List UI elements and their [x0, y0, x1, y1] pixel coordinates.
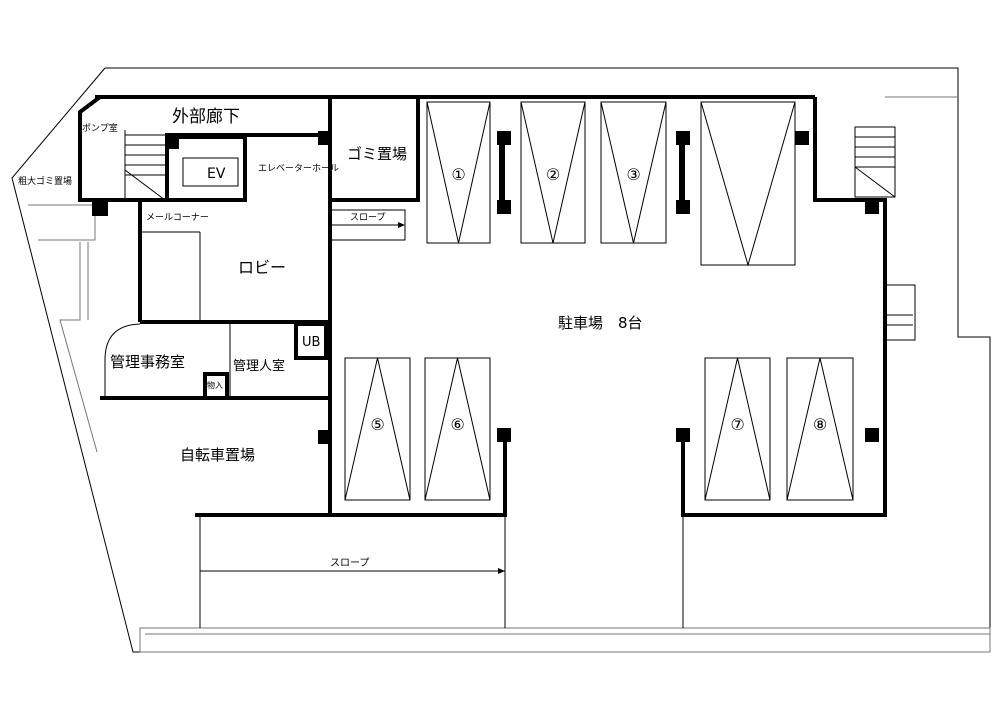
- parking-space-triangle: [424, 357, 491, 501]
- elevator-shaft: [165, 135, 247, 202]
- parking-space-number: ⑦: [730, 415, 744, 434]
- stairs-left: [124, 130, 166, 201]
- parking-space-number: ⑥: [450, 415, 464, 434]
- site-inner-line: [59, 242, 98, 453]
- label-management-office: 管理事務室: [110, 353, 185, 371]
- label-pump-room: ポンプ室: [82, 122, 118, 134]
- parking-space: [600, 101, 667, 244]
- label-lobby: ロビー: [238, 258, 286, 277]
- site-boundary: [11, 67, 991, 653]
- parking-space: [704, 357, 771, 501]
- label-garbage: ゴミ置場: [347, 145, 407, 163]
- parking-space-number: ⑧: [813, 415, 827, 434]
- stairs-right: [854, 126, 916, 341]
- label-outdoor-corridor: 外部廊下: [172, 107, 240, 127]
- parking-space-number: ③: [626, 165, 640, 184]
- storage-box: [203, 372, 229, 400]
- unit-bath-box: [294, 322, 328, 360]
- parking-space-number: ②: [546, 165, 560, 184]
- parking-right-wall: [681, 97, 887, 517]
- bottom-band: [139, 627, 991, 653]
- label-slope-large: スロープ: [330, 557, 369, 569]
- parking-space-triangle: [786, 357, 854, 501]
- parking-space: [344, 357, 411, 501]
- label-parking: 駐車場 8台: [558, 314, 643, 332]
- parking-space-triangle: [426, 101, 491, 244]
- label-elevator-hall: エレベーターホール: [258, 163, 339, 174]
- columns: [92, 131, 879, 444]
- parking-spaces: ① ② ③ ⑤ ⑥ ⑦ ⑧: [344, 101, 854, 501]
- label-slope-small: スロープ: [350, 212, 385, 223]
- parking-space: [786, 357, 854, 501]
- site-inner-line: [28, 204, 96, 241]
- office-curve: [104, 323, 141, 361]
- label-storage: 物入: [207, 380, 223, 390]
- parking-space-triangle: [344, 357, 411, 501]
- label-bicycle-parking: 自転車置場: [180, 446, 255, 464]
- label-manager-room: 管理人室: [233, 358, 285, 374]
- label-mail-corner: メールコーナー: [146, 212, 209, 223]
- parking-space-number: ①: [451, 165, 465, 184]
- pump-room-wall: [78, 95, 165, 202]
- parking-space-triangle: [520, 101, 586, 244]
- label-unit-bath: UB: [302, 335, 320, 350]
- parking-space: [426, 101, 491, 244]
- parking-space-triangle: [600, 101, 667, 244]
- arrow-head: [398, 222, 405, 228]
- arrow-head: [498, 568, 505, 574]
- label-elevator: EV: [207, 166, 226, 182]
- parking-space-number: ⑤: [370, 415, 384, 434]
- parking-space-triangle: [700, 101, 796, 267]
- label-bulky-garbage: 粗大ゴミ置場: [18, 175, 72, 187]
- garbage-room-wall: [328, 97, 420, 202]
- parking-space: [700, 101, 796, 266]
- parking-space-triangle: [704, 357, 771, 501]
- elevator-car: [182, 157, 239, 187]
